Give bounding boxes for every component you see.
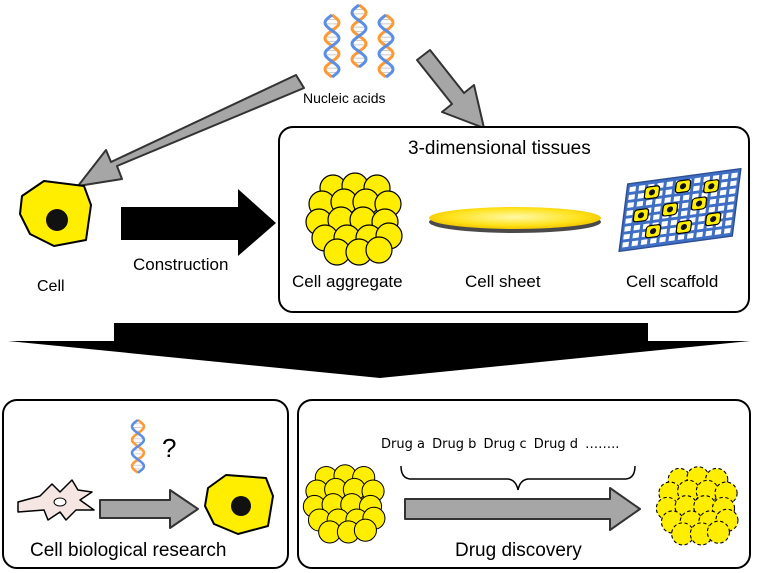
yellow-cell-icon bbox=[204, 474, 274, 535]
cell-aggregate-bottom-icon bbox=[302, 464, 386, 544]
drug-discovery-arrow bbox=[404, 487, 641, 531]
cell-icon bbox=[19, 180, 92, 247]
nucleic-acid-to-tissues-arrow bbox=[416, 49, 485, 129]
drug-d-label: Drug d bbox=[533, 437, 578, 452]
tissues-panel-title: 3-dimensional tissues bbox=[408, 138, 591, 159]
drug-labels: Drug a Drug b Drug c Drug d …….. bbox=[381, 437, 619, 452]
drug-c-label: Drug c bbox=[483, 437, 527, 452]
drug-a-label: Drug a bbox=[381, 437, 425, 452]
discovery-panel-title: Drug discovery bbox=[455, 540, 582, 561]
cell-aggregate-icon bbox=[305, 172, 403, 266]
cell-label: Cell bbox=[37, 278, 65, 295]
drug-b-label: Drug b bbox=[432, 437, 477, 452]
nucleic-acids-icon bbox=[323, 3, 395, 79]
construction-arrow bbox=[121, 189, 276, 256]
discovery-panel bbox=[297, 399, 751, 569]
research-arrow bbox=[99, 489, 199, 529]
cell-aggregate-label: Cell aggregate bbox=[292, 272, 403, 291]
question-mark: ? bbox=[162, 433, 177, 463]
nucleic-acid-small-icon bbox=[130, 418, 146, 474]
funnel-arrow bbox=[8, 323, 750, 378]
cell-scaffold-icon bbox=[618, 167, 742, 253]
construction-label: Construction bbox=[133, 255, 229, 274]
cell-scaffold-label: Cell scaffold bbox=[626, 272, 719, 291]
drug-ellipsis: …….. bbox=[585, 437, 620, 452]
nucleic-acids-label: Nucleic acids bbox=[303, 90, 386, 106]
fibroblast-cell-icon bbox=[17, 479, 95, 521]
cell-sheet-icon bbox=[429, 207, 601, 233]
damaged-aggregate-icon bbox=[655, 466, 739, 546]
nucleic-acid-to-cell-arrow bbox=[77, 74, 305, 187]
drug-brace bbox=[400, 465, 636, 491]
cell-sheet-label: Cell sheet bbox=[465, 272, 541, 291]
research-panel-title: Cell biological research bbox=[30, 540, 227, 561]
